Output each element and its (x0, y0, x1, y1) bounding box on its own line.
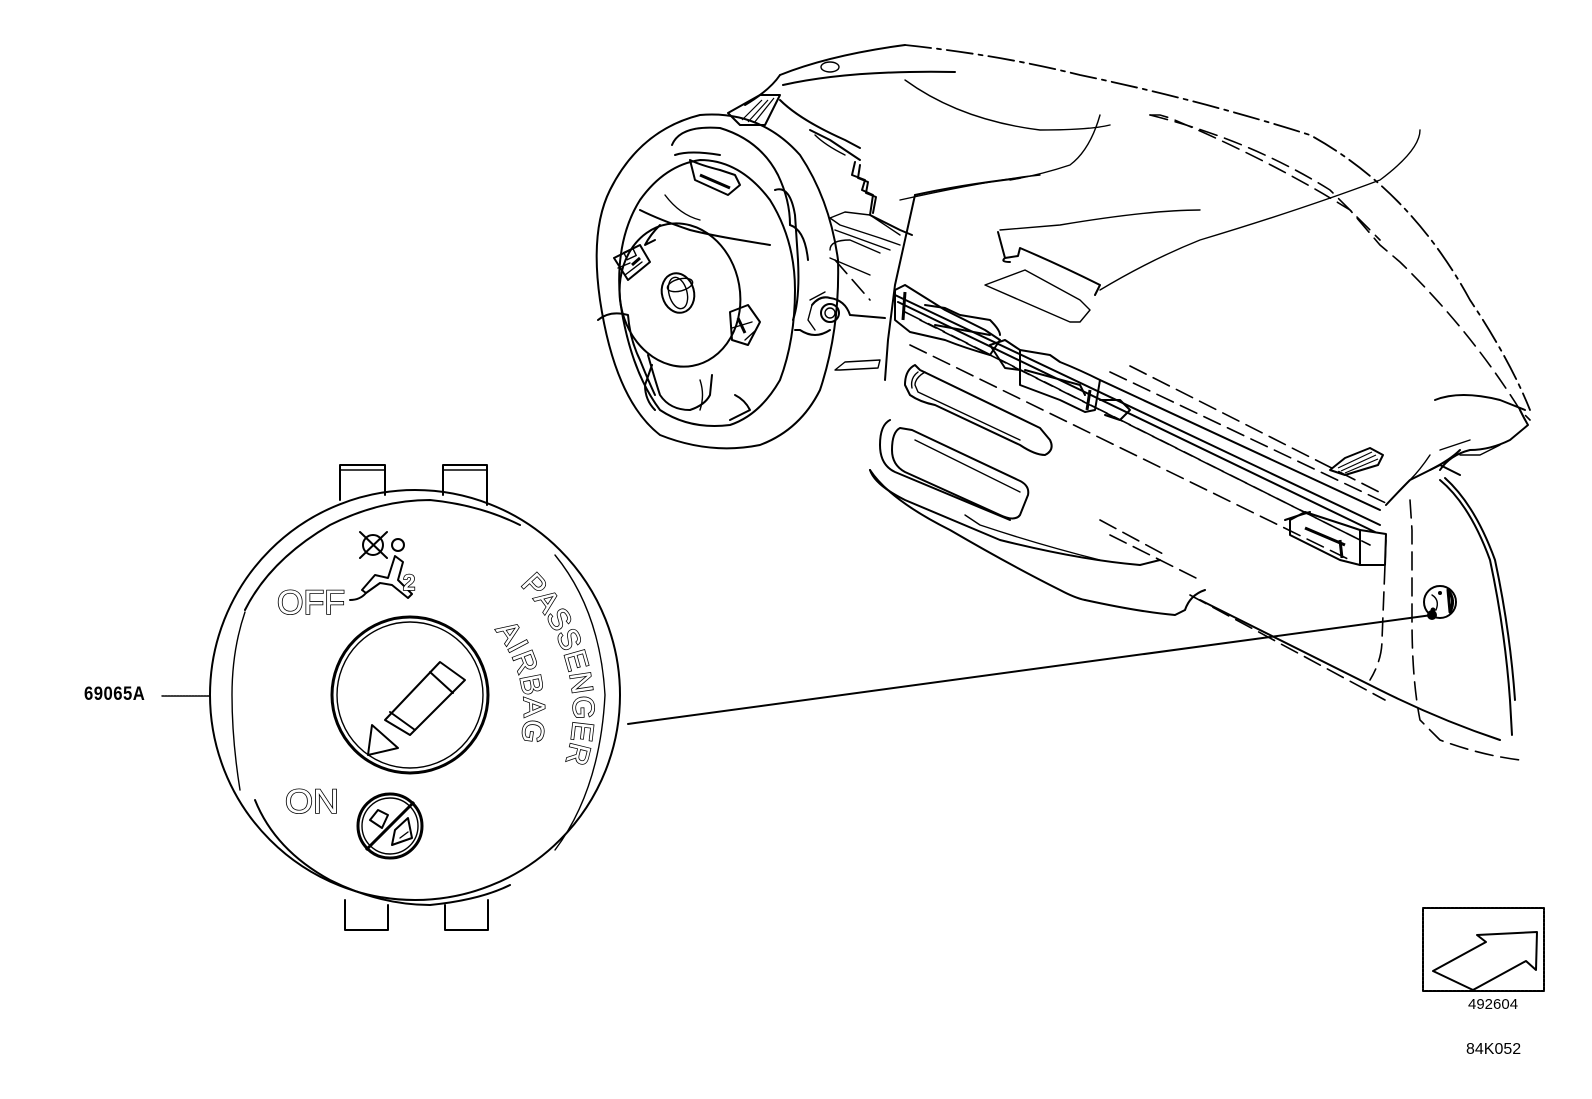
orientation-box (1422, 907, 1545, 992)
steering-wheel-drawing (595, 113, 840, 450)
part-number-callout[interactable]: 69065A (84, 684, 146, 705)
switch-on-label: ON (285, 783, 339, 821)
occupant-icon-subscript: 2 (403, 570, 415, 595)
instrument-panel-drawing (727, 44, 1531, 761)
figure-code: 84K052 (1466, 1041, 1522, 1058)
leader-line (627, 610, 1437, 725)
orientation-reference-number: 492604 (1468, 996, 1519, 1013)
switch-detail: 2 OFF ON PASSENGER AIRBAG (161, 464, 621, 931)
airbag-curved-label: AIRBAG (490, 615, 551, 746)
switch-top-tabs (339, 464, 488, 506)
key-slot-pointer-icon (367, 661, 466, 756)
switch-bottom-tabs (344, 899, 489, 931)
switch-off-label: OFF (277, 584, 345, 622)
key-cylinder (330, 615, 490, 775)
front-direction-arrow-icon (1432, 931, 1538, 991)
airbag-crossed-out-occupant-icon (349, 531, 413, 601)
airbag-prohibited-child-seat-icon (356, 792, 424, 860)
